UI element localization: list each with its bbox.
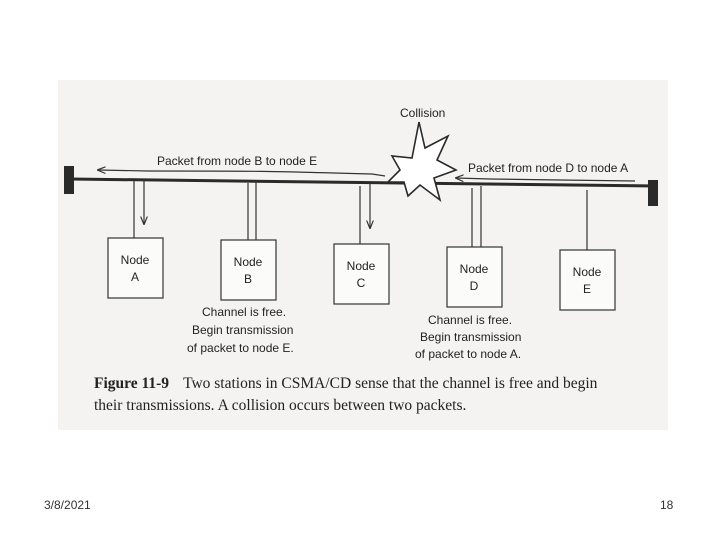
bus-line [69, 177, 657, 188]
packet-b-to-e-label: Packet from node B to node E [157, 154, 317, 168]
packet-b-to-e-arrow [98, 170, 386, 177]
node-e-line2: E [583, 282, 591, 296]
collision-burst-icon [386, 121, 458, 203]
node-a-line2: A [131, 270, 139, 284]
node-d: Node D [446, 246, 503, 308]
note-b-line2: Begin transmission [192, 323, 293, 337]
node-b: Node B [220, 239, 277, 301]
footer-date: 3/8/2021 [44, 498, 91, 512]
node-a: Node A [107, 237, 164, 299]
note-b-line1: Channel is free. [202, 305, 286, 319]
figure-caption-line1: Figure 11-9 Two stations in CSMA/CD sense… [94, 375, 654, 393]
note-node-b: Channel is free. Begin transmission of p… [187, 305, 294, 355]
node-d-line2: D [470, 279, 479, 293]
figure-caption-line2: their transmissions. A collision occurs … [94, 397, 654, 415]
footer-page-number: 18 [660, 498, 674, 512]
collision-label: Collision [400, 106, 445, 120]
note-d-line1: Channel is free. [428, 313, 512, 327]
node-e-line1: Node [573, 265, 602, 279]
bus-terminator-right [648, 180, 658, 206]
caption-text-line2: their transmissions. A collision occurs … [94, 397, 467, 414]
note-node-d: Channel is free. Begin transmission of p… [415, 313, 521, 361]
node-c-line1: Node [347, 259, 376, 273]
note-d-line3: of packet to node A. [415, 347, 521, 361]
node-c: Node C [333, 243, 390, 305]
note-d-line2: Begin transmission [420, 330, 521, 344]
figure-number: Figure 11-9 [94, 375, 170, 392]
node-b-line2: B [244, 272, 252, 286]
packet-d-to-a-arrow [456, 178, 636, 181]
node-e: Node E [559, 249, 616, 311]
node-d-line1: Node [460, 262, 489, 276]
caption-text-line1: Two stations in CSMA/CD sense that the c… [183, 375, 598, 392]
bus-terminator-left [64, 166, 74, 194]
node-b-line1: Node [234, 255, 263, 269]
note-b-line3: of packet to node E. [187, 341, 294, 355]
node-a-line1: Node [121, 253, 150, 267]
packet-d-to-a-label: Packet from node D to node A [468, 161, 628, 175]
node-c-line2: C [357, 276, 366, 290]
